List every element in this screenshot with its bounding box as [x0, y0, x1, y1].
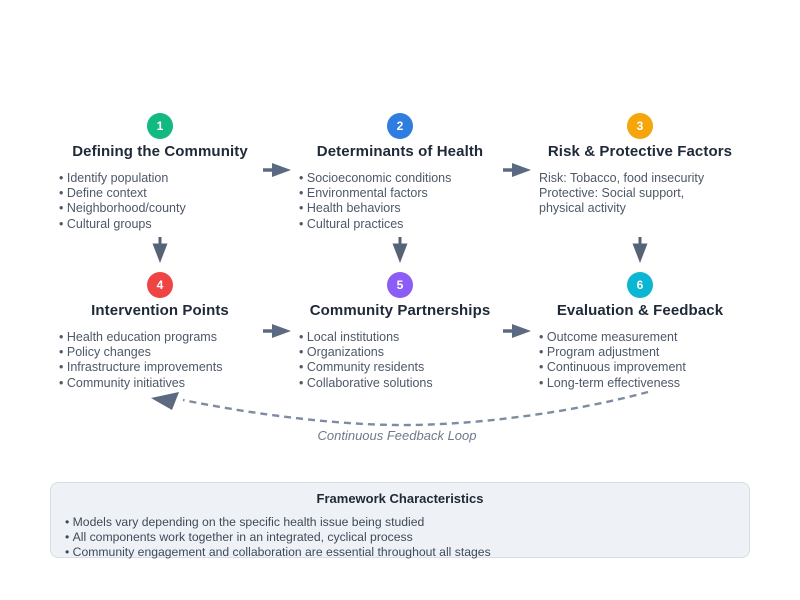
- step-item: Environmental factors: [299, 186, 515, 201]
- step-title: Community Partnerships: [309, 302, 491, 319]
- down-arrow-icon: [392, 237, 408, 263]
- step-number-badge: 3: [627, 113, 653, 139]
- step-item: Program adjustment: [539, 345, 755, 360]
- step-title: Determinants of Health: [316, 143, 484, 160]
- step-item: Define context: [59, 186, 275, 201]
- step-item: Health education programs: [59, 330, 275, 345]
- step-item: Risk: Tobacco, food insecurity: [539, 171, 705, 185]
- step-number-badge: 1: [147, 113, 173, 139]
- down-arrow-icon: [152, 237, 168, 263]
- step-item: Health behaviors: [299, 201, 515, 216]
- step-item: Identify population: [59, 171, 275, 186]
- right-arrow-icon: [263, 163, 291, 177]
- step-number-badge: 5: [387, 272, 413, 298]
- step-item: Cultural practices: [299, 217, 515, 232]
- footer-items: Models vary depending on the specific he…: [63, 515, 737, 560]
- step-title: Defining the Community: [72, 143, 248, 160]
- step-item: Outcome measurement: [539, 330, 755, 345]
- step-items: Identify population Define context Neigh…: [45, 171, 275, 232]
- step-items: Outcome measurement Program adjustment C…: [525, 330, 755, 391]
- step-intervention-points: 4 Intervention Points Health education p…: [45, 272, 275, 391]
- step-item: Continuous improvement: [539, 360, 755, 375]
- step-item: Socioeconomic conditions: [299, 171, 515, 186]
- step-item: Cultural groups: [59, 217, 275, 232]
- step-item: Infrastructure improvements: [59, 360, 275, 375]
- step-item: Community initiatives: [59, 376, 275, 391]
- step-evaluation-feedback: 6 Evaluation & Feedback Outcome measurem…: [525, 272, 755, 391]
- down-arrow-icon: [632, 237, 648, 263]
- footer-item: All components work together in an integ…: [65, 530, 737, 545]
- step-item: Neighborhood/county: [59, 201, 275, 216]
- right-arrow-icon: [263, 324, 291, 338]
- step-number-badge: 6: [627, 272, 653, 298]
- framework-characteristics-box: Framework Characteristics Models vary de…: [50, 482, 750, 560]
- step-defining-the-community: 1 Defining the Community Identify popula…: [45, 113, 275, 232]
- step-item: Community residents: [299, 360, 515, 375]
- footer-title: Framework Characteristics: [316, 491, 484, 506]
- footer-item: Community engagement and collaboration a…: [65, 545, 737, 560]
- step-number-badge: 2: [387, 113, 413, 139]
- step-items: Health education programs Policy changes…: [45, 330, 275, 391]
- step-title: Evaluation & Feedback: [556, 302, 724, 319]
- step-title: Intervention Points: [91, 302, 229, 319]
- step-item: Collaborative solutions: [299, 376, 515, 391]
- step-items: Socioeconomic conditions Environmental f…: [285, 171, 515, 232]
- footer-item: Models vary depending on the specific he…: [65, 515, 737, 530]
- right-arrow-icon: [503, 324, 531, 338]
- step-number-badge: 4: [147, 272, 173, 298]
- step-item: Long-term effectiveness: [539, 376, 755, 391]
- step-determinants-of-health: 2 Determinants of Health Socioeconomic c…: [285, 113, 515, 232]
- step-risk-protective-factors: 3 Risk & Protective Factors Risk: Tobacc…: [525, 113, 755, 217]
- step-community-partnerships: 5 Community Partnerships Local instituti…: [285, 272, 515, 391]
- feedback-loop-label: Continuous Feedback Loop: [317, 428, 477, 443]
- step-item: Policy changes: [59, 345, 275, 360]
- step-item: physical activity: [539, 201, 626, 216]
- step-item: Local institutions: [299, 330, 515, 345]
- step-item: Protective: Social support,: [539, 186, 685, 201]
- right-arrow-icon: [503, 163, 531, 177]
- step-items: Local institutions Organizations Communi…: [285, 330, 515, 391]
- step-title: Risk & Protective Factors: [547, 143, 733, 160]
- step-items: Risk: Tobacco, food insecurity Protectiv…: [525, 171, 755, 217]
- step-item: Organizations: [299, 345, 515, 360]
